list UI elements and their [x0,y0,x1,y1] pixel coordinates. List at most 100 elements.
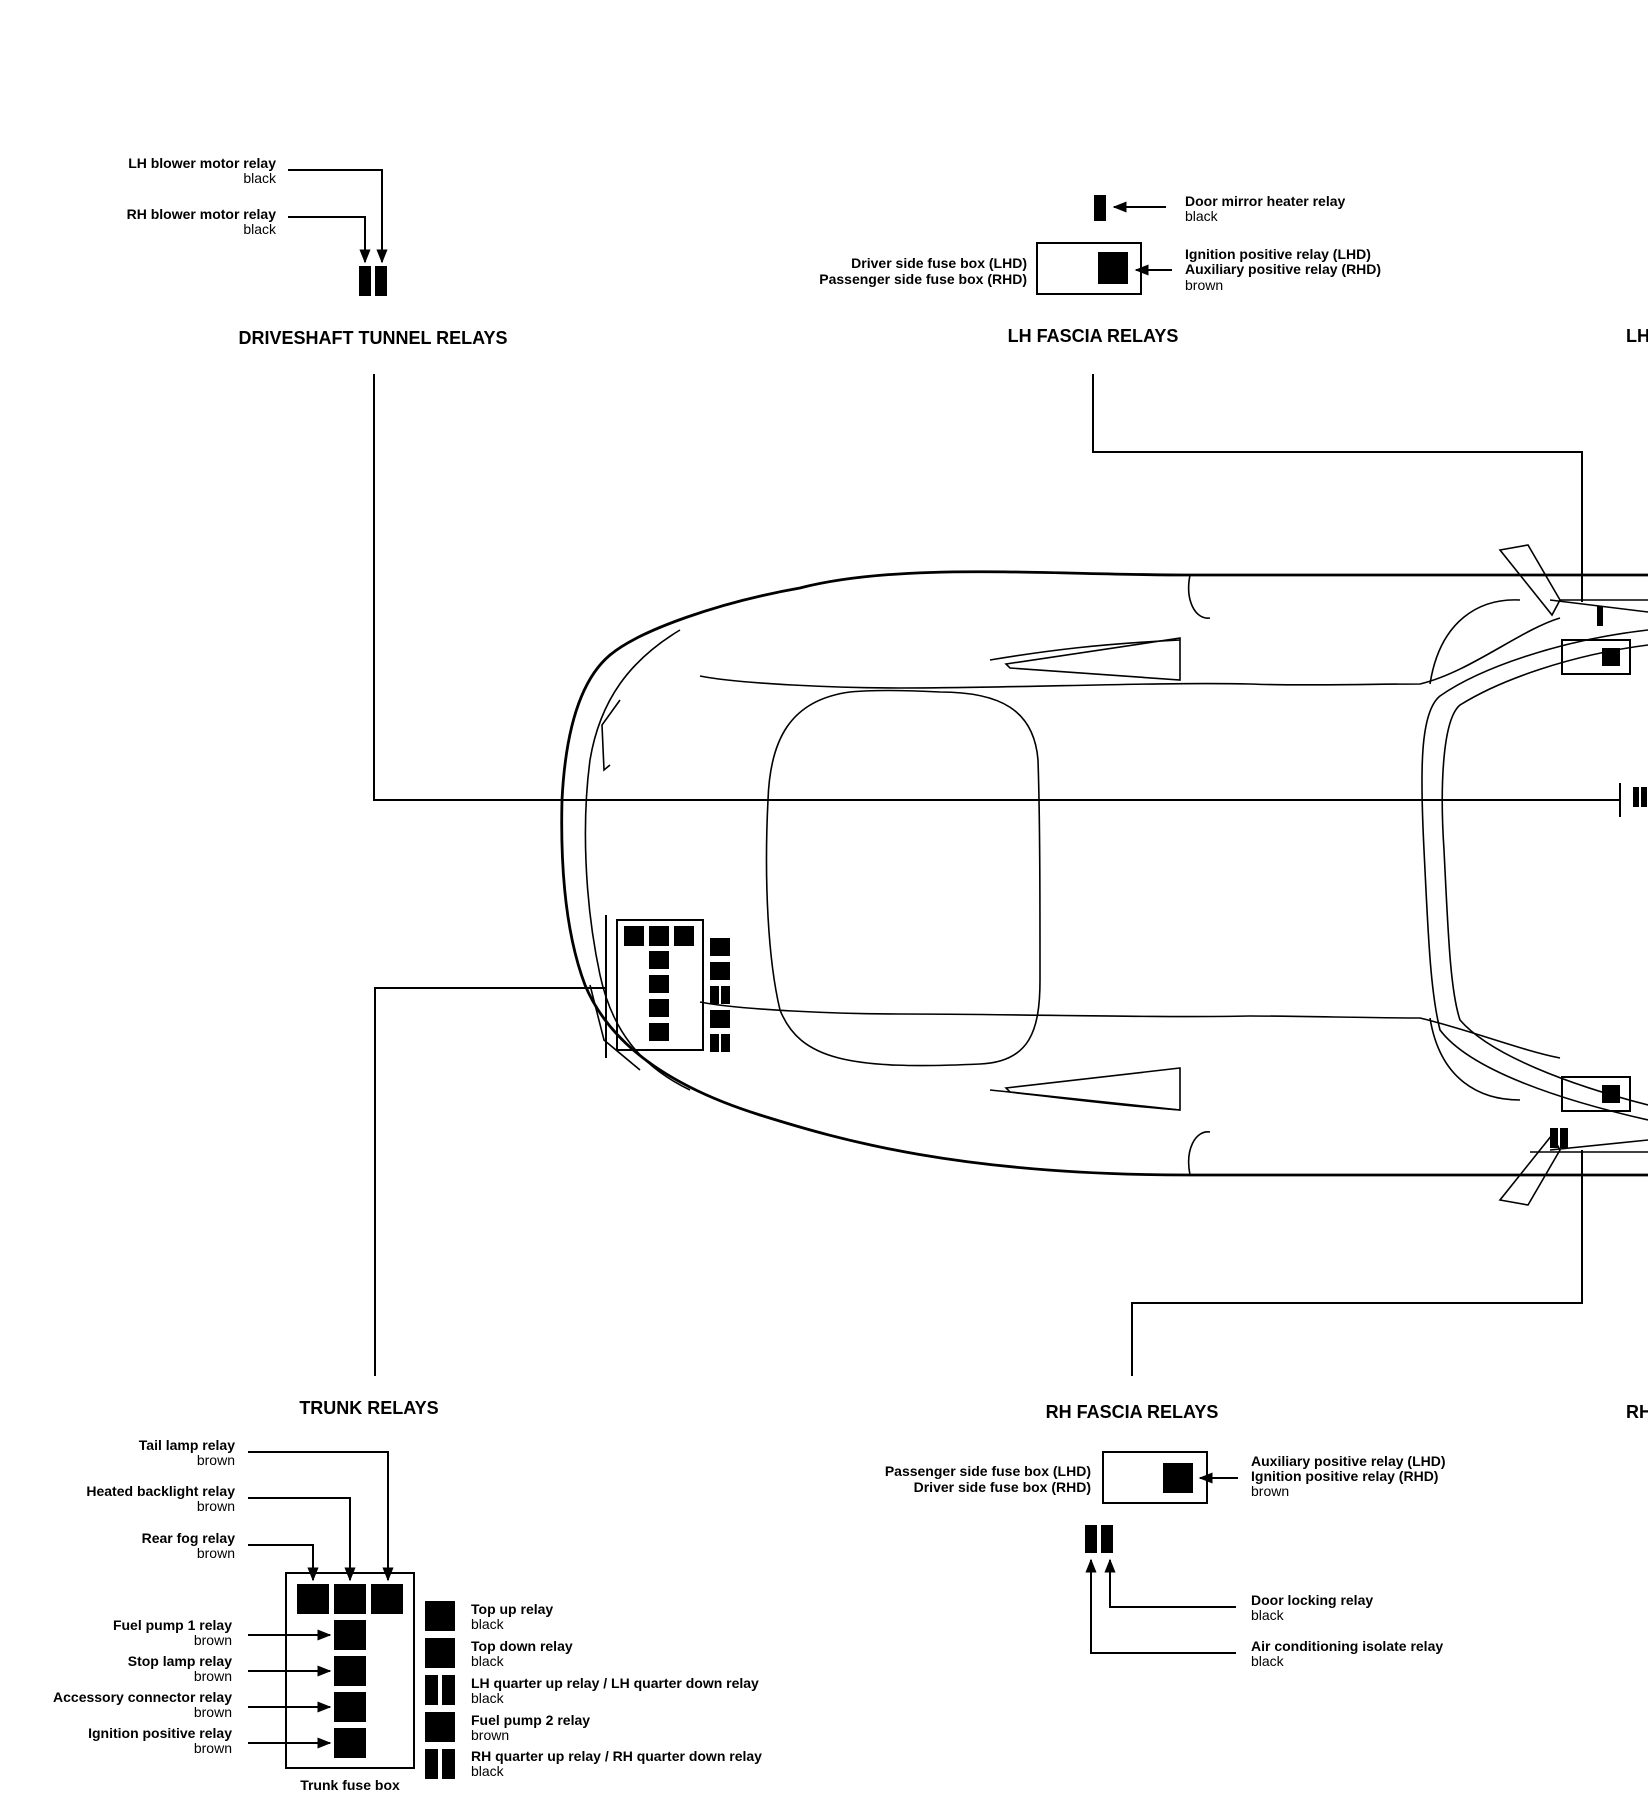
ignition-positive-relay-label: Ignition positive relay [88,1725,232,1741]
relay-icon [674,926,694,946]
driveshaft-leader [373,374,1620,801]
lh-fuse-box-label-2: Passenger side fuse box (RHD) [819,271,1027,287]
relay-icon [425,1638,455,1668]
top-down-relay-color: black [471,1653,505,1669]
door-locking-relay-color: black [1251,1607,1285,1623]
ac-isolate-leader [1085,1558,1236,1654]
rh-blower-relay-color: black [243,221,277,237]
stop-lamp-relay-label: Stop lamp relay [128,1653,232,1669]
rh-cut-off-heading: RH [1626,1402,1648,1422]
car-outline [560,544,1648,1206]
door-mirror-relay-icon [1094,195,1106,221]
heated-backlight-relay-color: brown [197,1498,235,1514]
trunk-fuse-box-on-car [616,919,704,1051]
lh-ignition-relay-label: Ignition positive relay (LHD) [1185,246,1371,262]
trunk-heading: TRUNK RELAYS [299,1398,438,1418]
rh-quarter-relay-label: RH quarter up relay / RH quarter down re… [471,1748,762,1764]
relay-icon [425,1675,438,1705]
relay-icon [1597,606,1603,626]
relay-icon [1085,1525,1097,1553]
rh-ignition-relay-label: Ignition positive relay (RHD) [1251,1468,1438,1484]
relay-icon [425,1749,438,1779]
relay-icon [1550,1128,1558,1148]
accessory-connector-relay-color: brown [194,1704,232,1720]
rh-blower-relay-label: RH blower motor relay [127,206,277,222]
fuel-pump-1-relay-color: brown [194,1632,232,1648]
trunk-fuse-box-label: Trunk fuse box [300,1777,400,1793]
fuel-pump-1-relay-label: Fuel pump 1 relay [113,1617,232,1633]
relay-icon [1560,1128,1568,1148]
rh-blower-leader [288,216,371,264]
heated-backlight-relay-label: Heated backlight relay [86,1483,235,1499]
driveshaft-heading: DRIVESHAFT TUNNEL RELAYS [238,328,507,348]
fuel-pump-2-relay-label: Fuel pump 2 relay [471,1712,590,1728]
relay-icon [624,926,644,946]
rh-fascia-heading: RH FASCIA RELAYS [1046,1402,1219,1422]
door-locking-leader [1104,1558,1236,1608]
relay-icon [334,1692,366,1722]
relay-icon [649,975,669,993]
relay-icon [649,951,669,969]
relay-icon [334,1656,366,1686]
relay-icon [710,1034,719,1052]
lh-cut-off-heading: LH [1626,326,1648,346]
lh-fascia-section: Door mirror heater relay black Driver si… [819,193,1648,602]
rh-fascia-leader [1131,1150,1583,1376]
rear-fog-leader [248,1544,319,1582]
relay-icon [649,999,669,1017]
trunk-leader [374,987,606,1376]
lh-blower-leader [288,169,388,264]
lh-fascia-leader [1092,374,1583,602]
relay-icon [425,1601,455,1631]
rh-fuse-box-label-1: Passenger side fuse box (LHD) [885,1463,1091,1479]
accessory-connector-relay-label: Accessory connector relay [53,1689,232,1705]
relay-icon [649,1023,669,1041]
door-locking-relay-label: Door locking relay [1251,1592,1373,1608]
relay-icon [334,1620,366,1650]
relay-icon [334,1584,366,1614]
lh-auxiliary-relay-label: Auxiliary positive relay (RHD) [1185,261,1381,277]
lh-quarter-relay-label: LH quarter up relay / LH quarter down re… [471,1675,759,1691]
heated-backlight-leader [248,1497,356,1582]
lh-fascia-heading: LH FASCIA RELAYS [1008,326,1179,346]
relay-icon [359,266,371,296]
rh-auxiliary-relay-label: Auxiliary positive relay (LHD) [1251,1453,1446,1469]
lh-fascia-fuse-box-on-car [1561,639,1631,675]
relay-icon [1602,1085,1620,1103]
top-up-relay-label: Top up relay [471,1601,553,1617]
rh-fuse-box-label-2: Driver side fuse box (RHD) [914,1479,1091,1495]
relay-icon [442,1749,455,1779]
relay-icon [649,926,669,946]
relay-icon [1163,1463,1193,1493]
rh-quarter-relay-color: black [471,1763,505,1779]
fuel-pump-2-relay-color: brown [471,1727,509,1743]
door-mirror-relay-color: black [1185,208,1219,224]
relay-icon [442,1675,455,1705]
relay-icon [371,1584,403,1614]
rear-fog-relay-label: Rear fog relay [142,1530,236,1546]
relay-icon [710,1010,730,1028]
tail-lamp-relay-label: Tail lamp relay [139,1437,235,1453]
top-up-relay-color: black [471,1616,505,1632]
ac-isolate-relay-label: Air conditioning isolate relay [1251,1638,1443,1654]
relay-icon [1101,1525,1113,1553]
top-down-relay-label: Top down relay [471,1638,573,1654]
lh-fascia-relay-color: brown [1185,277,1223,293]
relay-icon [334,1728,366,1758]
lh-fuse-box-label-1: Driver side fuse box (LHD) [851,255,1027,271]
relay-icon [1098,252,1128,284]
relay-icon [710,938,730,956]
relay-icon [1641,787,1647,807]
relay-icon [710,986,719,1004]
relay-icon [297,1584,329,1614]
relay-icon [1633,787,1639,807]
relay-icon [710,962,730,980]
rh-fascia-fuse-box-on-car [1561,1076,1631,1112]
relay-icon [425,1712,455,1742]
lh-blower-relay-color: black [243,170,277,186]
lh-quarter-relay-color: black [471,1690,505,1706]
stop-lamp-relay-color: brown [194,1668,232,1684]
relay-icon [721,1034,730,1052]
lh-blower-relay-label: LH blower motor relay [128,155,276,171]
